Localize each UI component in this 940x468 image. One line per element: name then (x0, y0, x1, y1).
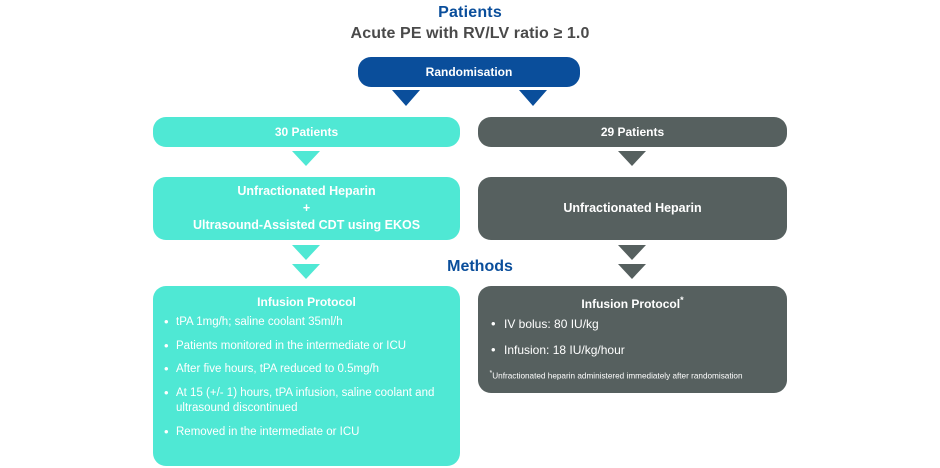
down-arrow-icon-right-treatment-to-protocol-a (618, 245, 646, 260)
page-title: Patients (438, 4, 502, 21)
right-arm-protocol-footnote: *Unfractionated heparin administered imm… (487, 370, 779, 382)
right-arm-treatment-node: Unfractionated Heparin (478, 177, 787, 240)
down-arrow-icon-randomisation-left (392, 90, 420, 106)
right-arm-count-label: 29 Patients (600, 124, 665, 139)
page-subtitle: Acute PE with RV/LV ratio ≥ 1.0 (350, 25, 590, 42)
randomisation-label: Randomisation (425, 64, 513, 79)
footnote-text: Unfractionated heparin administered imme… (492, 371, 743, 381)
list-item: Patients monitored in the intermediate o… (163, 338, 450, 354)
down-arrow-icon-left-treatment-to-protocol-a (292, 245, 320, 260)
right-arm-treatment-line-1: Unfractionated Heparin (563, 201, 702, 216)
list-item: IV bolus: 80 IU/kg (488, 316, 777, 333)
left-arm-count-label: 30 Patients (274, 124, 339, 139)
list-item: At 15 (+/- 1) hours, tPA infusion, salin… (163, 385, 450, 415)
left-arm-protocol-heading: Infusion Protocol (257, 295, 356, 309)
right-arm-count-node: 29 Patients (478, 117, 787, 147)
right-arm-protocol-list: IV bolus: 80 IU/kg Infusion: 18 IU/kg/ho… (488, 316, 777, 370)
list-item: Removed in the intermediate or ICU (163, 424, 450, 440)
left-arm-treatment-line-1: Unfractionated Heparin (237, 184, 376, 199)
down-arrow-icon-right-count-to-treatment (618, 151, 646, 166)
footnote-marker-icon: * (680, 295, 684, 305)
randomisation-node: Randomisation (358, 57, 580, 87)
down-arrow-icon-randomisation-right (519, 90, 547, 106)
down-arrow-icon-left-count-to-treatment (292, 151, 320, 166)
list-item: After five hours, tPA reduced to 0.5mg/h (163, 361, 450, 377)
left-arm-treatment-line-2: + (302, 201, 311, 216)
right-arm-protocol-heading: Infusion Protocol* (488, 295, 777, 311)
methods-section-label: Methods (447, 258, 513, 275)
left-arm-protocol-list: tPA 1mg/h; saline coolant 35ml/h Patient… (163, 314, 450, 448)
right-arm-protocol-node: Infusion Protocol* IV bolus: 80 IU/kg In… (478, 286, 787, 393)
list-item: tPA 1mg/h; saline coolant 35ml/h (163, 314, 450, 330)
footnote-star-icon: * (489, 369, 493, 377)
list-item: Infusion: 18 IU/kg/hour (488, 342, 777, 359)
left-arm-protocol-node: Infusion Protocol tPA 1mg/h; saline cool… (153, 286, 460, 466)
right-arm-protocol-heading-text: Infusion Protocol (581, 297, 681, 311)
left-arm-treatment-line-3: Ultrasound-Assisted CDT using EKOS (192, 217, 421, 232)
down-arrow-icon-right-treatment-to-protocol-b (618, 264, 646, 279)
left-arm-count-node: 30 Patients (153, 117, 460, 147)
down-arrow-icon-left-treatment-to-protocol-b (292, 264, 320, 279)
left-arm-treatment-node: Unfractionated Heparin + Ultrasound-Assi… (153, 177, 460, 240)
